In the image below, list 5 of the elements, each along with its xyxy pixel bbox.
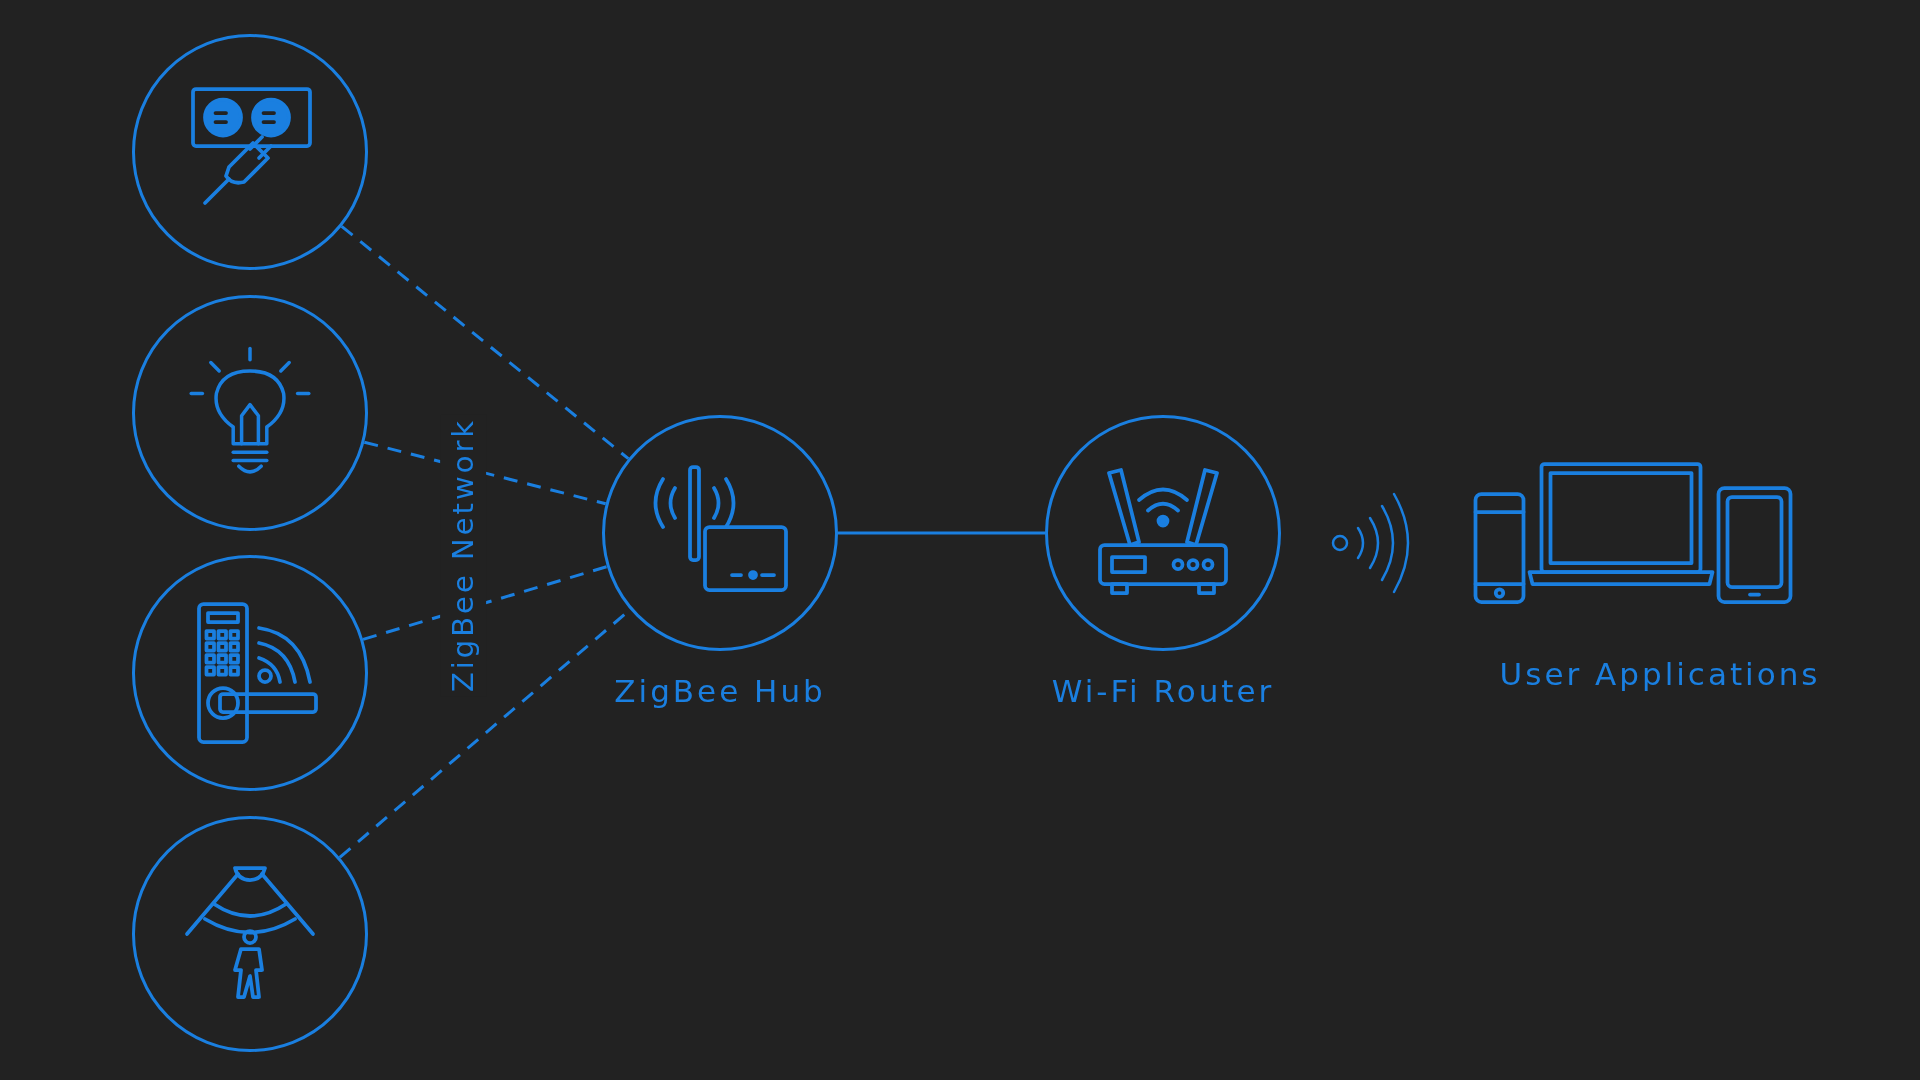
node-label: User Applications	[1499, 656, 1821, 692]
node-label: ZigBee Hub	[614, 673, 826, 709]
connector-line	[838, 531, 1045, 535]
dashed-connector	[340, 225, 630, 460]
node-label: Wi-Fi Router	[1051, 673, 1275, 709]
